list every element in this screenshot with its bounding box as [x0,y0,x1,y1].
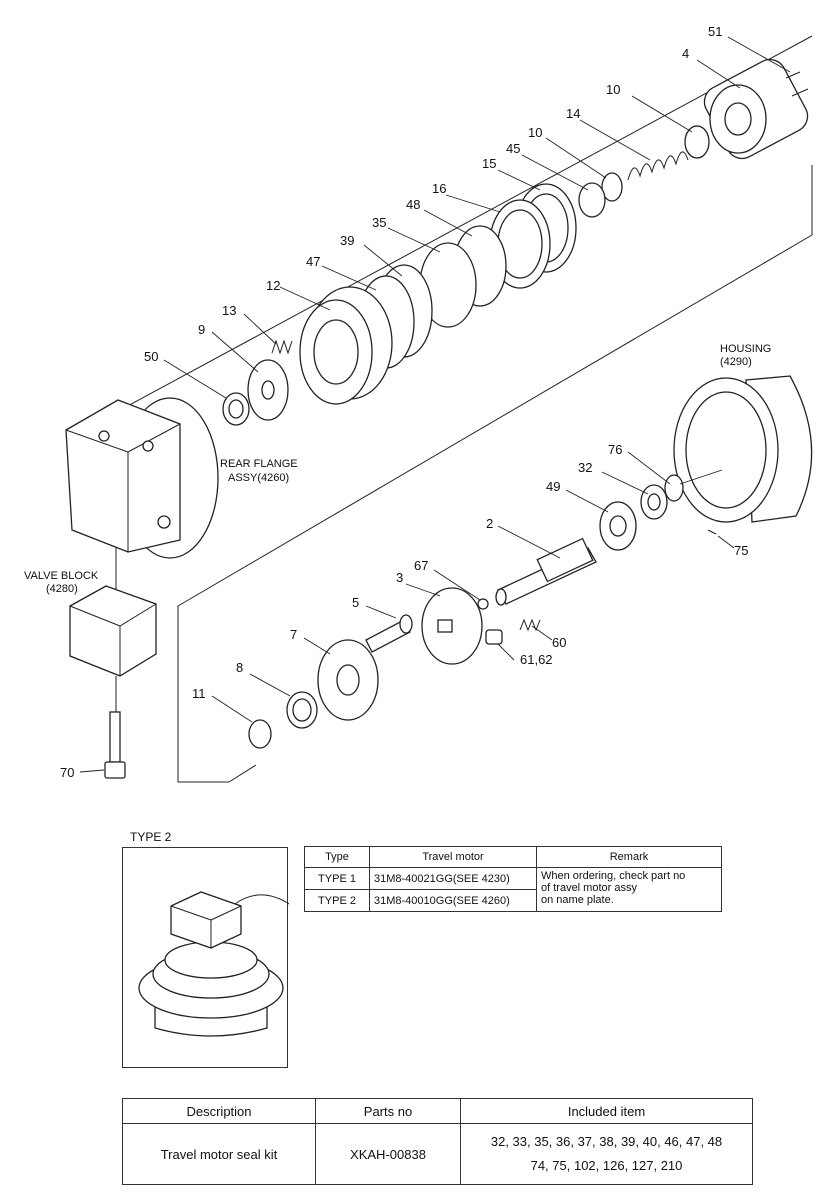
part-5-pin [365,614,413,653]
part-10-ring-upper [684,125,710,159]
rear-flange-label: REAR FLANGE [220,458,298,470]
rear-flange-assembly [65,397,219,559]
leader-lines [79,36,791,773]
type-table-header-motor: Travel motor [369,846,537,868]
callout-9: 9 [198,322,205,337]
valve-block-label: VALVE BLOCK [24,570,99,582]
callout-70: 70 [60,765,74,780]
included-items-line: 74, 75, 102, 126, 127, 210 [530,1158,683,1173]
callout-14: 14 [566,106,580,121]
kit-row: Travel motor seal kit XKAH-00838 32, 33,… [122,1123,753,1185]
callout-48: 48 [406,197,420,212]
part-76-snap-ring [664,474,684,502]
type-cell: TYPE 1 [304,867,370,890]
kit-parts-no: XKAH-00838 [315,1123,461,1185]
callout-13: 13 [222,303,236,318]
type2-motor-illustration [138,891,289,1037]
callout-35: 35 [372,215,386,230]
motor-cell: 31M8-40010GG(SEE 4260) [369,889,537,912]
part-75-pin [707,529,717,535]
motor-cell: 31M8-40021GG(SEE 4230) [369,867,537,890]
part-61-62-plug [485,629,503,645]
housing [673,375,813,523]
seal-kit-table: Description Parts no Included item Trave… [122,1098,753,1185]
callout-49: 49 [546,479,560,494]
callout-3: 3 [396,570,403,585]
callout-76: 76 [608,442,622,457]
part-12-piston [299,286,393,405]
type-table-row: TYPE 1 31M8-40021GG(SEE 4230) When order… [304,867,722,912]
callout-32: 32 [578,460,592,475]
type-cell: TYPE 2 [304,889,370,912]
remark-line: When ordering, check part no [541,870,686,882]
callout-2: 2 [486,516,493,531]
callout-75: 75 [734,543,748,558]
callout-45: 45 [506,141,520,156]
part-11-ring [248,719,272,749]
callout-16: 16 [432,181,446,196]
part-70-bolt [104,711,126,779]
remark-line: of travel motor assy [541,882,637,894]
kit-description: Travel motor seal kit [122,1123,316,1185]
housing-number: (4290) [720,356,752,368]
valve-block [69,548,157,712]
callout-10-upper: 10 [606,82,620,97]
assembly-frame [97,35,813,783]
assembly-labels: HOUSING (4290) REAR FLANGE ASSY(4260) VA… [24,343,771,595]
type2-illustration-box [122,847,289,1068]
type-table-row: TYPE 2 31M8-40010GG(SEE 4260) [304,889,722,912]
callout-15: 15 [482,156,496,171]
callout-50: 50 [144,349,158,364]
callout-10-lower: 10 [528,125,542,140]
callout-51: 51 [708,24,722,39]
exploded-parts-diagram: 51 4 10 14 10 45 15 16 48 35 39 47 12 13… [24,24,813,783]
part-60-spring [519,618,541,632]
callout-12: 12 [266,278,280,293]
part-49-bearing [599,501,637,551]
kit-included-items: 32, 33, 35, 36, 37, 38, 39, 40, 46, 47, … [460,1123,753,1185]
part-10-ring-lower [601,172,623,202]
part-4-end-cover [703,58,809,160]
callout-4: 4 [682,46,689,61]
remark-line: on name plate. [541,894,614,906]
callout-60: 60 [552,635,566,650]
callout-8: 8 [236,660,243,675]
kit-header-included: Included item [460,1098,753,1124]
callout-7: 7 [290,627,297,642]
callout-61-62: 61,62 [520,652,553,667]
part-9-plate [247,359,289,421]
travel-motor-type-table: Type Travel motor Remark TYPE 1 31M8-400… [304,846,722,912]
part-50-bearing [222,392,250,426]
valve-block-number: (4280) [46,583,78,595]
type2-title: TYPE 2 [130,830,172,844]
callout-39: 39 [340,233,354,248]
callouts: 51 4 10 14 10 45 15 16 48 35 39 47 12 13… [60,24,748,780]
part-67-ball [477,598,489,610]
rear-flange-number: ASSY(4260) [228,472,289,484]
kit-header-parts-no: Parts no [315,1098,461,1124]
housing-label: HOUSING [720,343,771,355]
part-2-shaft [495,537,597,606]
part-14-spring [627,151,689,181]
part-8-ball-guide [286,691,318,729]
callout-11: 11 [192,686,206,701]
type-table-header-type: Type [304,846,370,868]
kit-header-description: Description [122,1098,316,1124]
callout-47: 47 [306,254,320,269]
remark-cell: When ordering, check part no of travel m… [536,867,722,912]
part-45-snap-ring [578,182,606,218]
part-7-shoe-plate [317,639,379,721]
callout-67: 67 [414,558,428,573]
part-3-valve-plate [421,587,483,665]
included-items-line: 32, 33, 35, 36, 37, 38, 39, 40, 46, 47, … [490,1134,723,1149]
part-32-bearing [640,484,668,520]
callout-5: 5 [352,595,359,610]
type-table-header-remark: Remark [536,846,722,868]
